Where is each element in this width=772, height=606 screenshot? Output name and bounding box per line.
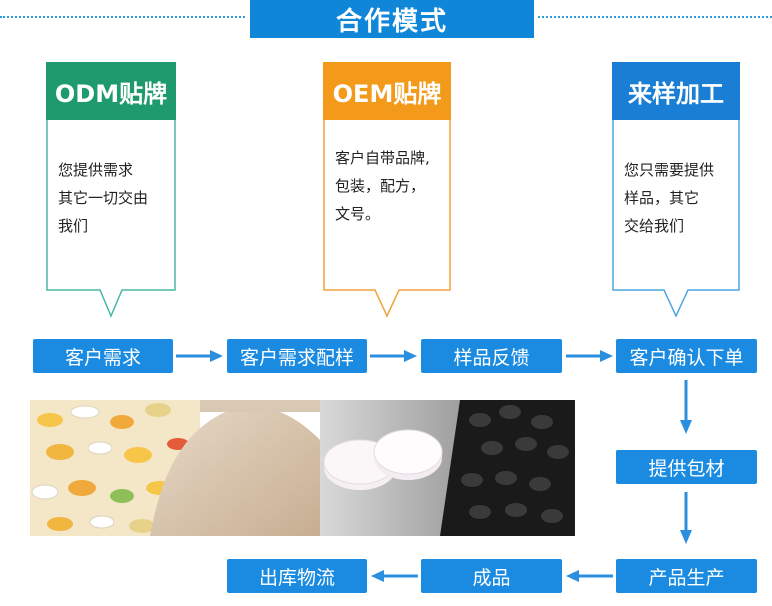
arrow-down-icon [678, 380, 694, 436]
card-odm-text: 您提供需求 其它一切交由 我们 [58, 156, 148, 240]
arrow-down-icon [678, 492, 694, 546]
arrow-right-icon [370, 348, 418, 364]
arrow-right-icon [176, 348, 224, 364]
step-sample-matching: 客户需求配样 [227, 339, 367, 373]
step-packaging: 提供包材 [616, 450, 757, 484]
step-customer-demand: 客户需求 [33, 339, 173, 373]
card-sample: 来样加工 您只需要提供 样品，其它 交给我们 [612, 62, 740, 318]
step-production: 产品生产 [616, 559, 757, 593]
step-sample-feedback: 样品反馈 [421, 339, 562, 373]
arrow-left-icon [370, 568, 418, 584]
card-sample-title: 来样加工 [612, 62, 740, 120]
product-collage [30, 400, 575, 536]
title-dots-left [0, 16, 245, 18]
step-logistics: 出库物流 [227, 559, 367, 593]
product-photo [30, 400, 575, 536]
card-oem-title: OEM贴牌 [323, 62, 451, 120]
step-order-confirm: 客户确认下单 [616, 339, 757, 373]
card-oem-text: 客户自带品牌, 包装，配方， 文号。 [335, 144, 430, 228]
card-odm-title: ODM贴牌 [46, 62, 176, 120]
step-finished-product: 成品 [421, 559, 562, 593]
card-sample-text: 您只需要提供 样品，其它 交给我们 [624, 156, 714, 240]
card-oem: OEM贴牌 客户自带品牌, 包装，配方， 文号。 [323, 62, 451, 318]
title-dots-right [538, 16, 772, 18]
arrow-left-icon [565, 568, 613, 584]
card-odm: ODM贴牌 您提供需求 其它一切交由 我们 [46, 62, 176, 318]
arrow-right-icon [566, 348, 614, 364]
page-title: 合作模式 [250, 0, 534, 38]
